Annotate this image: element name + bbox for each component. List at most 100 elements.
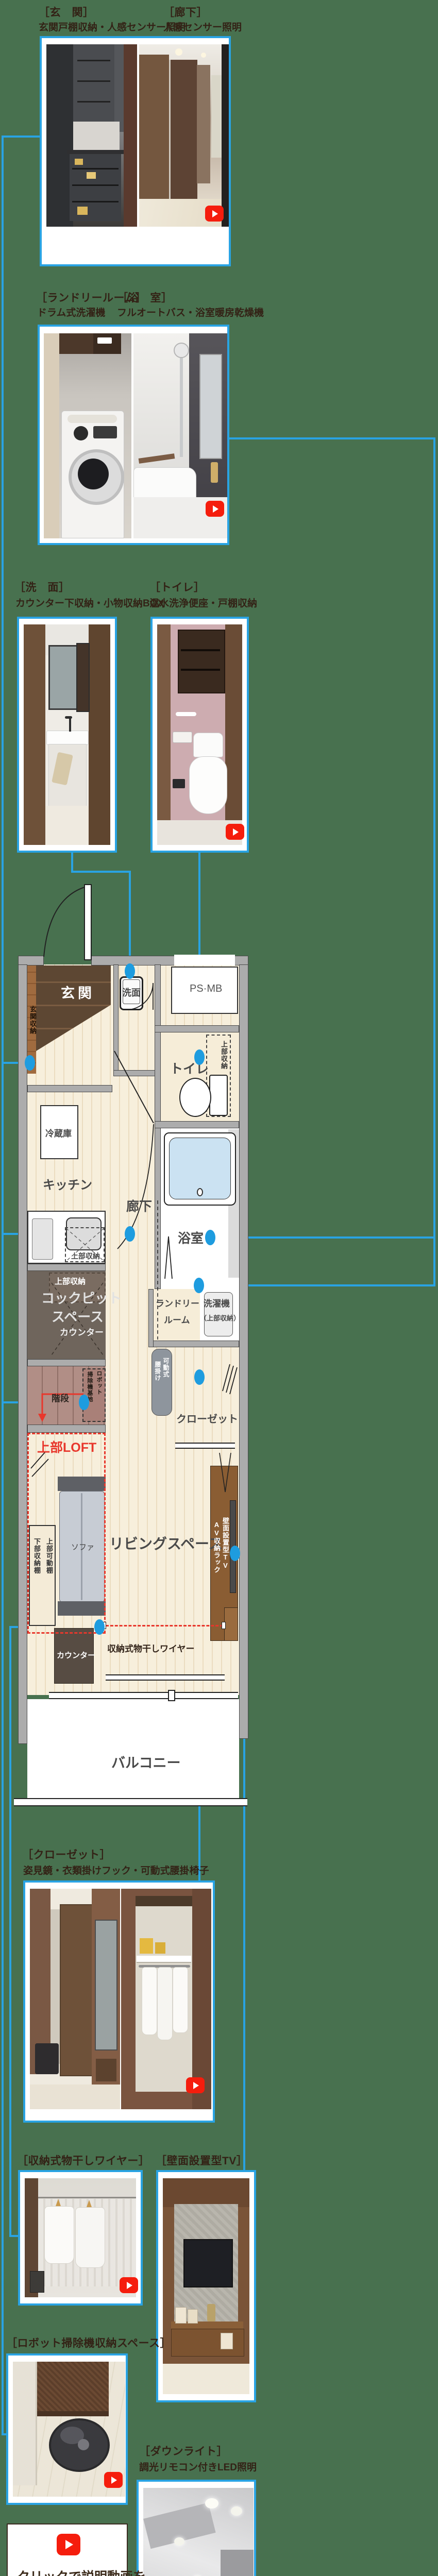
caption-toilet-title: ［トイレ］ (149, 582, 205, 594)
counter-b-box (54, 1628, 94, 1684)
washer-outline (204, 1292, 233, 1336)
photo-closet-right[interactable] (121, 1889, 211, 2109)
photo-senmen[interactable] (24, 624, 110, 845)
caption-genkan-title: ［玄 関］ (39, 7, 94, 19)
wire-dashed-line (106, 1625, 223, 1626)
photo-box-robot (6, 2353, 128, 2505)
info-box: クリックで説明動画を ご覧いただけます。 (7, 2523, 146, 2576)
connector-av-v (243, 1552, 245, 2170)
wire-end-right (222, 1622, 226, 1629)
label-sofa: ソファ (71, 1543, 95, 1552)
youtube-button-rouka[interactable] (205, 206, 224, 222)
connector-senmen-h (71, 871, 131, 873)
wall-right (239, 964, 248, 1739)
photo-closet-left[interactable] (30, 1889, 120, 2109)
label-robot-col2: 掃除機基地 (87, 1371, 93, 1402)
caption-bath-desc: フルオートバス・浴室暖房乾燥機 (117, 308, 264, 318)
wall-top-left (18, 956, 44, 965)
connector-wire-h2 (9, 2235, 20, 2237)
label-kitchen-shuno: 上部収納 (71, 1252, 100, 1260)
label-wire: 収納式物干しワイヤー (107, 1644, 195, 1654)
wall-laundry-left (148, 1289, 154, 1347)
senmen-sink-inner (123, 979, 140, 1004)
photo-box-laundry-bath (38, 325, 229, 545)
label-cockpit-shuno: 上部収納 (55, 1277, 86, 1286)
photo-rouka[interactable] (139, 44, 229, 227)
photo-tv[interactable] (163, 2178, 249, 2394)
label-sentakuki-sub: （上部収納） (200, 1314, 241, 1322)
connector-branch-laundry (201, 1284, 435, 1286)
label-loft: 上部LOFT (37, 1440, 97, 1455)
dot-wire (94, 1619, 105, 1635)
label-tv-col1: 壁面設置型TV (222, 1517, 229, 1570)
photo-wire[interactable] (25, 2178, 136, 2297)
photo-toilet[interactable] (157, 624, 242, 845)
caption-downlight-desc: 調光リモコン付きLED照明 (139, 2462, 257, 2473)
dot-genkan-shuno (25, 1055, 35, 1071)
bathtub-drain (197, 1188, 203, 1196)
genkan-storage-strip (27, 965, 36, 1074)
caption-bath-title: ［浴 室］ (117, 292, 173, 304)
caption-rouka-desc: 人感センサー照明 (163, 22, 242, 33)
loft-shelf-box (29, 1525, 56, 1626)
label-counter-a: カウンター (60, 1328, 104, 1337)
label-living: リビングスペース (109, 1536, 223, 1552)
wall-under-kitchen (27, 1264, 106, 1271)
photo-box-closet (23, 1880, 215, 2123)
label-genkan: 玄関 (61, 986, 95, 1001)
fridge-box (40, 1105, 78, 1159)
closet-rail (175, 1443, 235, 1449)
dot-toilet (194, 1049, 205, 1065)
photo-genkan[interactable] (46, 44, 137, 227)
youtube-button-info[interactable] (57, 2534, 80, 2555)
caption-genkan-desc: 玄関戸棚収納・人感センサー照明 (39, 22, 186, 33)
label-koshikake-2: 腰掛け (154, 1361, 161, 1381)
label-shelf-right: 上部可動棚 (45, 1538, 53, 1574)
loft-dashed-outline (27, 1433, 106, 1634)
toilet-bowl (179, 1078, 211, 1117)
youtube-button-robot[interactable] (104, 2472, 123, 2488)
info-text-line1: クリックで説明動画を (17, 2567, 146, 2576)
laundry-room (153, 1289, 200, 1347)
window-mullion (168, 1690, 175, 1701)
label-kaidan: 階段 (52, 1394, 69, 1403)
photo-box-tv (156, 2170, 256, 2402)
connector-branch-genkan-shuno (2, 1062, 30, 1064)
connector-branch-bathbox (228, 437, 435, 439)
window-rail-inner (106, 1674, 225, 1681)
photo-box-senmen (17, 617, 117, 853)
youtube-button-bath[interactable] (206, 501, 224, 517)
photo-box-genkan-rouka (40, 36, 231, 266)
dot-rouka (125, 1226, 135, 1242)
label-senmen: 洗面 (122, 988, 141, 998)
dot-laundry (194, 1278, 204, 1293)
photo-laundry[interactable] (44, 333, 131, 538)
floorplan-linework (30, 884, 238, 1493)
youtube-button-toilet[interactable] (226, 824, 244, 840)
label-counter-b: カウンター (57, 1651, 96, 1660)
dot-closet (194, 1369, 205, 1385)
kitchen-shuno-dashed (65, 1227, 105, 1262)
dot-bath (205, 1230, 215, 1245)
connector-branch-robot-photo (2, 2433, 8, 2435)
dot-robot-base (79, 1395, 89, 1410)
caption-laundry-title: ［ランドリールーム］ (36, 292, 147, 304)
photo-robot[interactable] (13, 2362, 125, 2497)
label-toilet: トイレ (170, 1062, 209, 1076)
label-cockpit-2: スペース (52, 1309, 104, 1325)
cockpit-upper-band (49, 1273, 106, 1302)
label-tv-col2: AV収納ラック (213, 1521, 221, 1573)
connector-branch-entrance-box (2, 135, 41, 138)
wall-under-cockpit (27, 1359, 106, 1366)
youtube-button-closet[interactable] (186, 2077, 205, 2093)
youtube-button-wire[interactable] (120, 2277, 138, 2293)
wall-under-genkan (27, 1085, 112, 1092)
connector-senmen-v1 (71, 853, 73, 873)
label-balcony: バルコニー (111, 1755, 181, 1771)
caption-closet-title: ［クローゼット］ (22, 1849, 111, 1861)
photo-downlight[interactable] (143, 2488, 254, 2576)
window-rail-outer (49, 1692, 238, 1699)
photo-box-downlight (137, 2480, 256, 2576)
caption-tv-title: ［壁面設置型TV］ (156, 2155, 248, 2167)
